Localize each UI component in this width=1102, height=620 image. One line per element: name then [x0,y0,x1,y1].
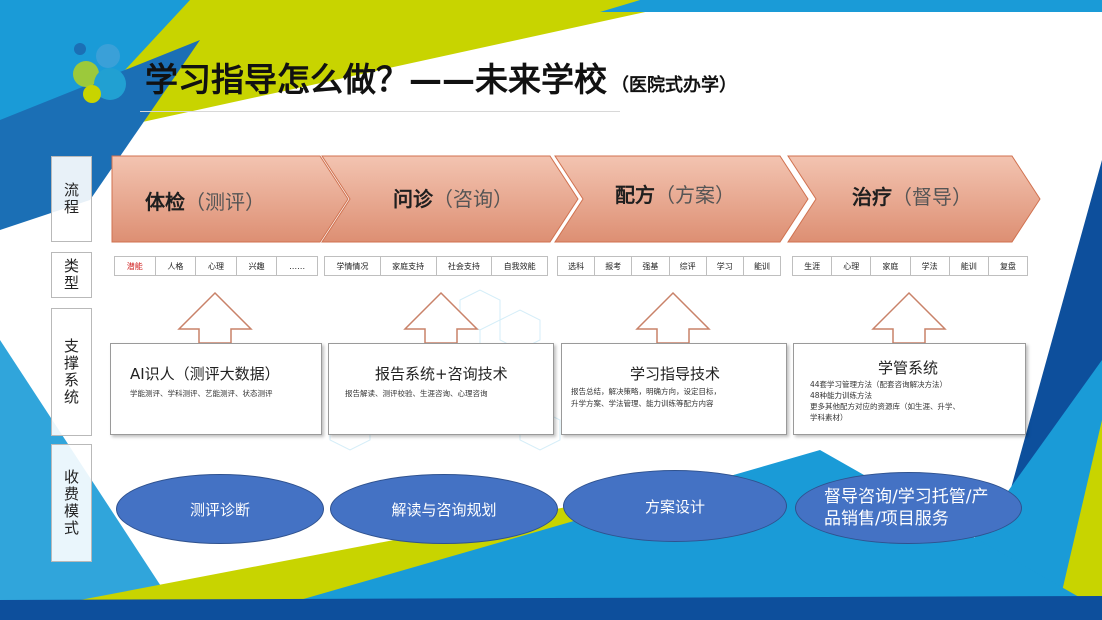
type-tag: 心理 [196,257,237,275]
stage-3-label: 配方（方案） [615,179,735,208]
type-tag: 强基 [632,257,670,275]
arrow-up-icon [871,291,947,344]
arrow-up-icon [635,291,711,344]
arrow-up-icon [177,291,253,344]
logo-bubbles-icon [73,43,126,103]
title-divider [140,111,620,112]
type-tag: 人格 [156,257,197,275]
support-box-1 [110,343,322,435]
support-box-2 [328,343,554,435]
stage-3-name: 配方 [615,183,655,207]
charging-1-label: 测评诊断 [189,500,250,519]
type-tag: 心理 [832,257,872,275]
charging-3-label: 方案设计 [644,497,705,516]
page-title: 学习指导怎么做？——未来学校（医院式办学） [145,56,737,110]
type-tag: 社会支持 [437,257,493,275]
type-tag: 潜能 [115,257,156,275]
row-label-support: 支撑系统 [51,308,92,436]
stage-3-detail: （方案） [655,183,735,207]
stage-2-label: 问诊（咨询） [393,183,513,212]
support-2-desc: 报告解读、测评校验、生涯咨询、心理咨询 [345,389,488,398]
charging-oval-3: 方案设计 [563,470,787,542]
title-text: 学习指导怎么做？——未来学校 [145,60,607,99]
row-label-process-text: 流程 [62,182,80,216]
type-tag: 学情情况 [325,257,381,275]
chevron-stage-4 [787,155,1041,243]
support-4-desc-line-2: 48种能力训练方法 [810,391,873,400]
charging-4-label: 督导咨询/学习托管/产品销售/项目服务 [824,487,989,529]
charging-oval-2: 解读与咨询规划 [330,474,558,544]
type-bar-3: 选科 报考 强基 综评 学习 能训 [557,256,781,276]
type-bar-4: 生涯 心理 家庭 学法 能训 复盘 [792,256,1028,276]
type-tag: 学习 [707,257,744,275]
stage-2-name: 问诊 [393,187,433,211]
support-3-desc-line-2: 升学方案、学法管理、能力训练等配方内容 [571,399,714,408]
stage-1-name: 体检 [145,190,185,214]
support-4-desc-line-3: 更多其他配方对应的资源库（如生涯、升学、 [810,402,960,411]
type-tag: 家庭 [871,257,911,275]
charging-oval-4: 督导咨询/学习托管/产品销售/项目服务 [795,472,1022,544]
row-label-process: 流程 [51,156,92,242]
chevron-stage-3 [554,155,809,243]
support-1-desc: 学能测评、学科测评、艺能测评、状态测评 [130,389,273,398]
type-tag: 能训 [753,261,770,271]
type-bar-2: 学情情况 家庭支持 社会支持 自我效能 [324,256,548,276]
row-label-type: 类型 [51,252,92,298]
stage-1-detail: （测评） [185,190,265,214]
stage-1-label: 体检（测评） [145,186,265,215]
support-4-desc-line-4: 学科素材） [810,413,848,422]
row-label-charging-text: 收费模式 [62,469,80,537]
stage-4-detail: （督导） [892,185,972,209]
chevron-stage-1 [111,155,349,243]
support-box-4 [793,343,1026,435]
support-1-title: AI识人（测评大数据） [130,365,280,383]
type-tag: 复盘 [999,261,1016,271]
type-tag: 综评 [670,257,707,275]
charging-2-label: 解读与咨询规划 [391,500,497,519]
support-box-3 [561,343,787,435]
support-4-title: 学管系统 [878,359,939,377]
charging-oval-1: 测评诊断 [116,474,324,544]
support-3-desc-line-1: 报告总结，解决策略，明确方向，设定目标， [571,387,721,396]
row-label-type-text: 类型 [62,258,80,292]
support-4-desc-line-1: 44套学习管理方法（配套咨询解决方法） [810,380,948,389]
row-label-support-text: 支撑系统 [62,338,80,406]
type-bar-1: 潜能 人格 心理 兴趣 …… [114,256,318,276]
support-2-title: 报告系统+咨询技术 [375,365,508,383]
stage-4-label: 治疗（督导） [852,181,972,210]
type-tag: 生涯 [793,257,833,275]
support-3-title: 学习指导技术 [630,365,721,383]
row-label-charging: 收费模式 [51,444,92,562]
type-tag: 选科 [558,257,596,275]
type-tag: …… [289,261,306,271]
type-tag: 兴趣 [237,257,278,275]
type-tag: 报考 [595,257,633,275]
type-tag: 学法 [911,257,950,275]
type-tag: 家庭支持 [381,257,437,275]
title-subtitle: （医院式办学） [611,75,737,96]
arrow-up-icon [403,291,479,344]
type-tag: 自我效能 [503,261,536,271]
chevron-stage-2 [321,155,579,243]
type-tag: 能训 [950,257,989,275]
stage-2-detail: （咨询） [433,187,513,211]
stage-4-name: 治疗 [852,185,892,209]
